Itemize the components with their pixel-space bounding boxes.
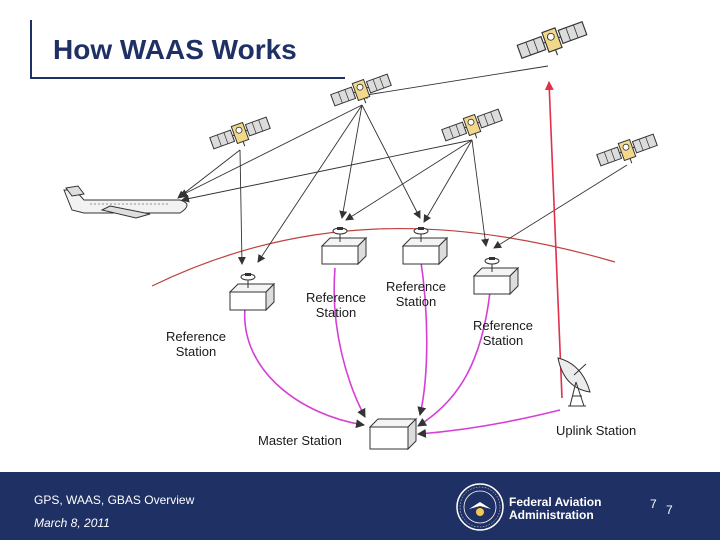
reference-station-label: Reference Station: [473, 318, 533, 348]
slide-title: How WAAS Works: [53, 34, 297, 65]
footer-bar: [0, 472, 720, 540]
geo-satellite-icon: [515, 17, 591, 68]
reference-station-label: Reference Station: [166, 329, 226, 359]
faa-name-line2: Administration: [509, 508, 594, 522]
aircraft-icon: [63, 185, 188, 219]
faa-name-line1: Federal Aviation: [509, 495, 602, 509]
master-station-label: Master Station: [258, 433, 342, 448]
title-sidebar-rule: [30, 20, 32, 78]
satellite-icon: [595, 130, 661, 174]
uplink-station-label: Uplink Station: [556, 423, 637, 438]
correction-arrows: [244, 254, 561, 438]
reference-station-label: Reference Station: [386, 279, 446, 309]
master-station-icon: [368, 417, 418, 451]
satellite-icon: [440, 105, 506, 149]
footer-date: March 8, 2011: [34, 516, 110, 530]
footer-course: GPS, WAAS, GBAS Overview: [34, 493, 195, 507]
reference-station-label: Reference Station: [306, 290, 366, 320]
uplink-dish-icon: [557, 357, 591, 407]
faa-wordmark: Federal Aviation Administration: [509, 496, 601, 522]
page-number-echo: 7: [666, 503, 673, 517]
reference-station-icon: [473, 256, 519, 295]
uplink-signal-line: [544, 81, 563, 399]
page-number: 7: [650, 497, 657, 511]
satellite-icon: [208, 113, 274, 157]
earth-horizon: [151, 227, 616, 287]
reference-station-icon: [402, 226, 448, 265]
reference-station-icon: [229, 272, 275, 311]
faa-seal-icon: [456, 483, 504, 531]
waas-diagram: [63, 17, 661, 451]
signal-lines: [177, 65, 628, 265]
title-underline: [30, 77, 345, 79]
